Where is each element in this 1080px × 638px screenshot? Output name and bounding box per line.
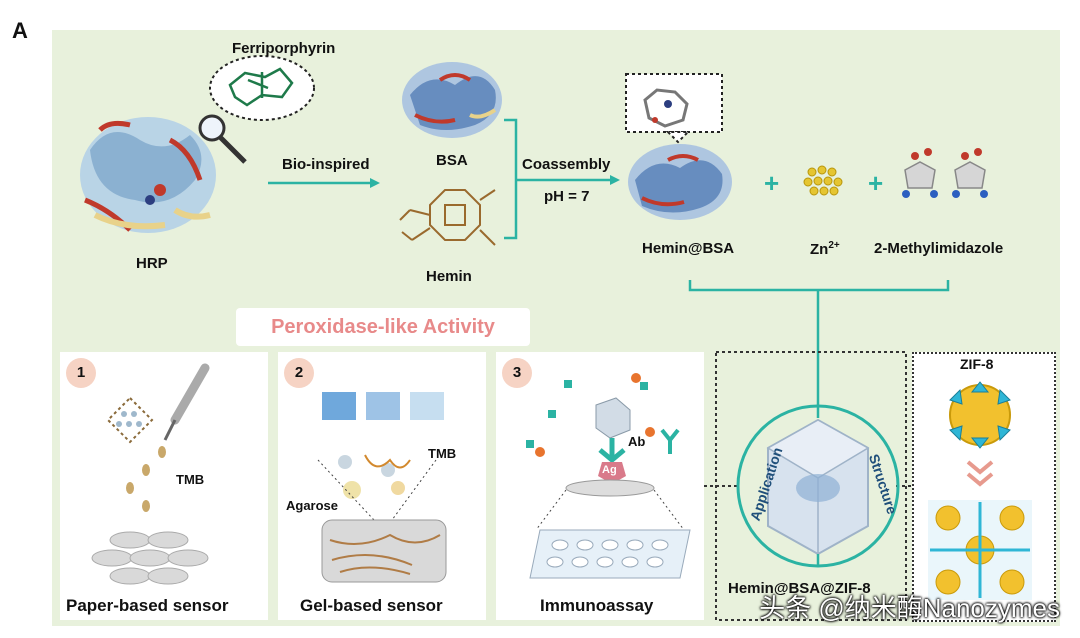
hrp-protein-icon bbox=[80, 117, 216, 233]
zn-ion-icon bbox=[803, 165, 843, 196]
panel-number-2: 2 bbox=[284, 358, 314, 388]
paper-sensor-caption: Paper-based sensor bbox=[66, 596, 229, 615]
tmb-label: TMB bbox=[176, 472, 205, 487]
plus-sign: + bbox=[764, 168, 780, 198]
magnifier-icon bbox=[198, 114, 247, 164]
zif8-lattice-icon bbox=[928, 500, 1032, 600]
plus-sign: + bbox=[868, 168, 884, 198]
bio-inspired-label: Bio-inspired bbox=[282, 156, 370, 173]
tmb-label: TMB bbox=[428, 446, 457, 461]
gel-sensor-illustration bbox=[317, 392, 447, 583]
zn-charge: 2+ bbox=[828, 240, 840, 251]
hemin-label: Hemin bbox=[426, 268, 472, 285]
ph-label: pH = 7 bbox=[544, 188, 590, 205]
hemin-structure-icon bbox=[399, 189, 496, 246]
gel-sensor-caption: Gel-based sensor bbox=[300, 596, 443, 615]
watermark: 头条 @纳米酶Nanozymes bbox=[759, 593, 1060, 623]
immunoassay-caption: Immunoassay bbox=[540, 596, 654, 615]
zn-symbol: Zn bbox=[810, 241, 829, 258]
bsa-label: BSA bbox=[436, 152, 468, 169]
zif8-label: ZIF-8 bbox=[960, 356, 994, 372]
zn-label: Zn2+ bbox=[810, 240, 840, 258]
antibody-label: Ab bbox=[628, 434, 646, 449]
panel-letter: A bbox=[12, 18, 28, 43]
hrp-label: HRP bbox=[136, 255, 168, 272]
coassembly-label: Coassembly bbox=[522, 156, 611, 173]
coassembly-arrow bbox=[504, 118, 620, 240]
immunoassay-illustration bbox=[526, 373, 691, 579]
composite-label: Hemin@BSA@ZIF-8 bbox=[728, 580, 871, 597]
bsa-protein-icon bbox=[402, 62, 502, 138]
panel-number-3: 3 bbox=[502, 358, 532, 388]
bio-inspired-arrow bbox=[268, 178, 380, 188]
hemin-bsa-label: Hemin@BSA bbox=[642, 240, 735, 257]
antigen-label: Ag bbox=[602, 464, 617, 476]
agarose-label: Agarose bbox=[286, 498, 339, 513]
porphyrin-structure-icon bbox=[228, 67, 294, 107]
peroxidase-activity-title: Peroxidase-like Activity bbox=[236, 308, 530, 346]
zif8-polyhedron-icon bbox=[766, 418, 870, 556]
hemin-bsa-protein-icon bbox=[628, 144, 732, 220]
assembly-bracket bbox=[688, 280, 950, 418]
zif8-unit-icon bbox=[949, 381, 1011, 449]
methylimidazole-label: 2-Methylimidazole bbox=[874, 240, 1004, 257]
chevron-down-icon bbox=[966, 460, 994, 487]
paper-sensor-illustration bbox=[91, 363, 210, 585]
ferriporphyrin-label: Ferriporphyrin bbox=[232, 40, 336, 57]
methylimidazole-icon bbox=[902, 148, 988, 198]
panel-number-1: 1 bbox=[66, 358, 96, 388]
